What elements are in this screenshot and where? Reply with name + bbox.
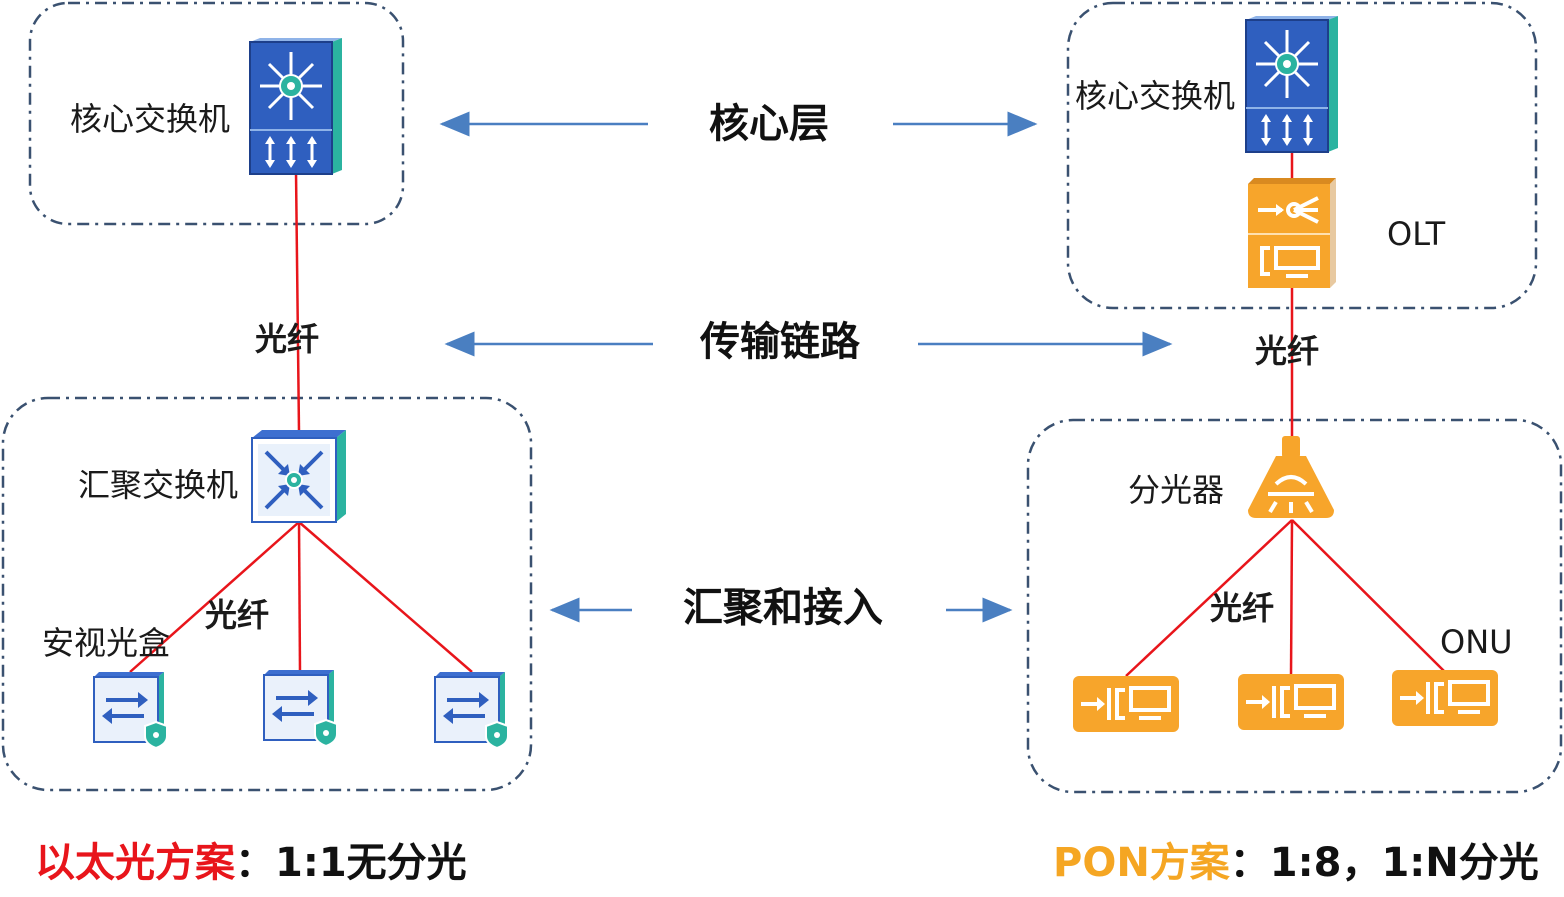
layer-core-label: 核心层 (709, 101, 829, 147)
left-fiber-label-2: 光纤 (205, 596, 270, 634)
right-splitter-onu3-link (1291, 519, 1446, 673)
left-fiber-label: 光纤 (255, 320, 320, 358)
core-switch-icon (1245, 16, 1338, 153)
optical-box-icon (434, 672, 509, 748)
ethernet-caption: 以太光方案：1:1无分光 (35, 843, 467, 883)
optical-box-icon (263, 670, 338, 746)
optical-box-label: 安视光盒 (42, 624, 171, 662)
ethernet-caption-title: 以太光方案 (35, 840, 235, 886)
core-switch-icon (249, 38, 342, 175)
onu-icon (1392, 670, 1498, 726)
left-agg-box3-link (298, 521, 473, 673)
splitter-label: 分光器 (1128, 471, 1225, 509)
left-agg-box1-link (129, 521, 300, 673)
ethernet-caption-detail: ：1:1无分光 (235, 840, 467, 886)
pon-caption: PON方案：1:8，1:N分光 (1053, 843, 1539, 883)
right-core-switch-label: 核心交换机 (1075, 77, 1236, 115)
left-core-frame (28, 1, 405, 226)
left-core-switch-label: 核心交换机 (70, 100, 231, 138)
right-fiber-label-2: 光纤 (1210, 589, 1275, 627)
onu-icon (1073, 676, 1179, 732)
right-splitter-onu2-link (1289, 519, 1294, 677)
right-fiber-label: 光纤 (1255, 332, 1320, 370)
splitter-icon (1248, 436, 1334, 518)
left-access-frame (1, 396, 533, 792)
aggregation-switch-icon (251, 430, 346, 523)
pon-caption-title: PON方案 (1053, 840, 1230, 886)
layer-transport-label: 传输链路 (700, 319, 860, 365)
left-agg-switch-label: 汇聚交换机 (78, 466, 239, 504)
onu-icon (1238, 674, 1344, 730)
left-core-agg-link (294, 171, 301, 433)
right-splitter-onu1-link (1125, 519, 1293, 677)
olt-icon (1248, 178, 1336, 288)
right-core-frame (1066, 1, 1538, 310)
olt-label: OLT (1387, 215, 1446, 253)
optical-box-icon (93, 672, 168, 748)
onu-label: ONU (1440, 623, 1513, 661)
right-access-frame (1026, 418, 1563, 794)
layer-access-label: 汇聚和接入 (683, 585, 883, 631)
left-agg-box2-link (297, 521, 302, 673)
pon-caption-detail: ：1:8，1:N分光 (1229, 840, 1539, 886)
